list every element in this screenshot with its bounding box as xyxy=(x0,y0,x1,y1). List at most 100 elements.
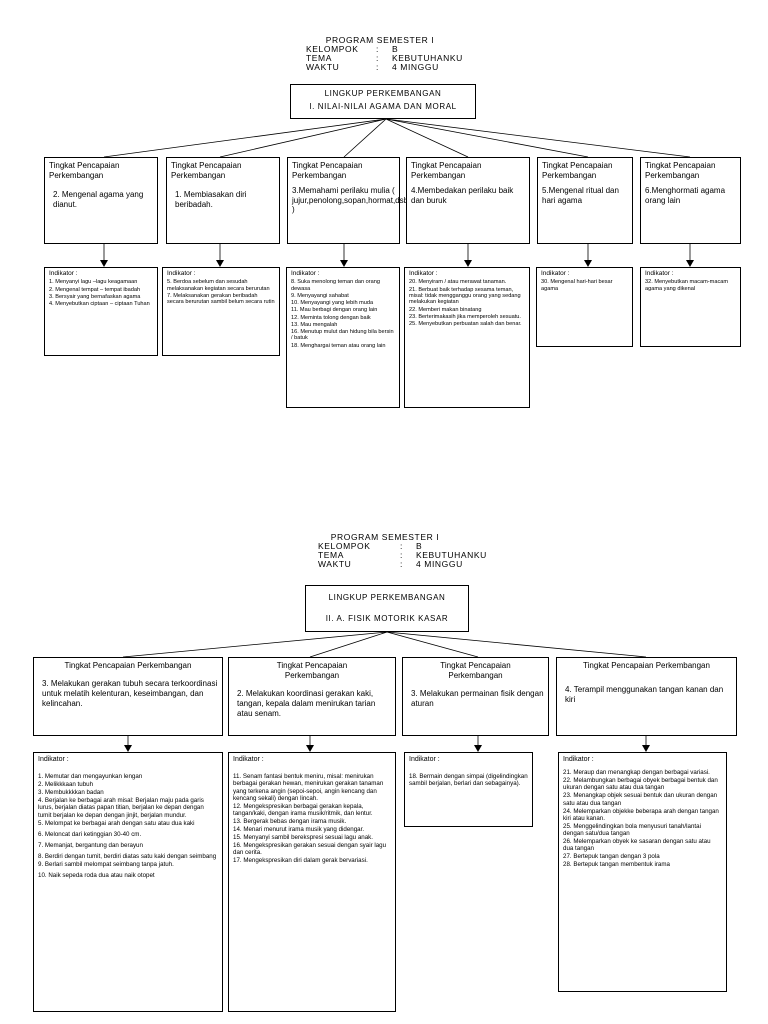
program-title: PROGRAM SEMESTER I xyxy=(330,532,440,542)
indicator-item: 18. Bermain dengan simpai (digelindingka… xyxy=(409,773,528,788)
indicator-item: 17. Mengekspresikan diri dalam gerak ber… xyxy=(233,857,368,865)
tp-box: Tingkat Pencapaian Perkembangan 3. Melak… xyxy=(33,657,223,736)
indicator-item: 23. Menangkap objek sesuai bentuk dan uk… xyxy=(563,792,718,807)
indicator-label: Indikator : xyxy=(563,756,594,763)
indicator-item: 11. Senam fantasi bentuk meniru, misal: … xyxy=(233,773,384,802)
tp-heading: Tingkat Pencapaian Perkembangan xyxy=(49,161,120,180)
meta-row: WAKTU : 4 MINGGU xyxy=(306,63,463,72)
meta-sep: : xyxy=(376,62,379,72)
program-meta-table: KELOMPOK : B TEMA : KEBUTUHANKU WAKTU : … xyxy=(318,542,487,569)
meta-sep: : xyxy=(376,44,379,54)
indicator-item: 30. Mengenal hari-hari besar agama xyxy=(541,279,613,292)
indicator-item: 21. Berbuat baik terhadap sesama teman, … xyxy=(409,286,521,306)
meta-sep: : xyxy=(400,541,403,551)
tp-text: 1. Membiasakan diri beribadah. xyxy=(175,190,247,209)
indicator-item: 25. Menggelindingkan bola menyusuri tana… xyxy=(563,822,701,838)
indicator-item: 22. Memberi makan binatang xyxy=(409,306,482,313)
indicator-item: 1. Menyanyi lagu –lagu keagamaan xyxy=(49,279,138,286)
tp-heading: Tingkat Pencapaian Perkembangan xyxy=(583,661,710,670)
meta-row: TEMA : KEBUTUHANKU xyxy=(306,54,463,63)
meta-value: KEBUTUHANKU xyxy=(392,53,463,63)
tp-text: 2. Mengenal agama yang dianut. xyxy=(53,190,144,209)
indicator-item: 3. Membukkkkan badan xyxy=(38,789,104,797)
indicator-item: 4. Berjalan ke berbagai arah misal: Berj… xyxy=(38,797,204,819)
indicator-item: 23. Berterimakasih jika memperoleh sesua… xyxy=(409,313,521,320)
tp-heading: Tingkat Pencapaian Perkembangan xyxy=(411,161,482,180)
indicator-box: Indikator : 21. Meraup dan menangkap den… xyxy=(558,752,727,992)
indicator-list: 11. Senam fantasi bentuk meniru, misal: … xyxy=(233,773,391,864)
indicator-label: Indikator : xyxy=(409,756,440,763)
indicator-label: Indikator : xyxy=(645,270,674,277)
indicator-item: 15. Menyanyi sambil berekspresi sesuai l… xyxy=(233,834,373,842)
tp-text: 2. Melakukan koordinasi gerakan kaki, ta… xyxy=(237,689,376,718)
tp-heading: Tingkat Pencapaian Perkembangan xyxy=(645,161,716,180)
indicator-item: 8. Berdiri dengan tumit, berdiri diatas … xyxy=(38,853,217,861)
indicator-item: 18. Menghargai teman atau orang lain xyxy=(291,342,386,349)
indicator-item: 9. Menyayangi sahabat xyxy=(291,293,349,300)
indicator-label: Indikator : xyxy=(233,756,264,763)
tp-box: Tingkat Pencapaian Perkembangan 3.Memaha… xyxy=(287,157,409,244)
meta-sep: : xyxy=(376,53,379,63)
meta-row: KELOMPOK : B xyxy=(306,45,463,54)
meta-value: B xyxy=(416,541,423,551)
indicator-item: 13. Bergerak bebas dengan irama musik. xyxy=(233,818,347,826)
tp-box: Tingkat Pencapaian Perkembangan 6.Mengho… xyxy=(640,157,741,244)
indicator-list: 1. Menyanyi lagu –lagu keagamaan 2. Meng… xyxy=(49,279,153,307)
tp-box: Tingkat Pencapaian Perkembangan 5.Mengen… xyxy=(537,157,633,244)
indicator-item: 3. Bersyair yang bernafaskan agama xyxy=(49,293,141,300)
meta-label: WAKTU xyxy=(306,62,340,72)
indicator-label: Indikator : xyxy=(291,270,320,277)
tp-box: Tingkat Pencapaian Perkembangan 1. Membi… xyxy=(166,157,280,244)
tp-heading: Tingkat Pencapaian Perkembangan xyxy=(171,161,242,180)
indicator-box: Indikator : 32. Menyebutkan macam-macam … xyxy=(640,267,741,347)
indicator-label: Indikator : xyxy=(38,756,69,763)
block2-header: PROGRAM SEMESTER I KELOMPOK : B TEMA : K… xyxy=(310,532,490,569)
indicator-item: 20. Menyiram / atau merawat tanaman. xyxy=(409,279,507,286)
indicator-item: 28. Bertepuk tangan membentuk irama xyxy=(563,861,670,869)
indicator-list: 21. Meraup dan menangkap dengan berbagai… xyxy=(563,769,722,868)
meta-value: 4 MINGGU xyxy=(416,559,463,569)
meta-value: B xyxy=(392,44,399,54)
program-title: PROGRAM SEMESTER I xyxy=(325,35,435,45)
indicator-item: 9. Berlari sambil melompat seimbang tanp… xyxy=(38,861,174,869)
indicator-item: 12. Meminta tolong dengan baik xyxy=(291,314,371,321)
meta-value: KEBUTUHANKU xyxy=(416,550,487,560)
tp-text: 3.Memahami perilaku mulia ( jujur,penolo… xyxy=(292,186,409,214)
indicator-list: 18. Bermain dengan simpai (digelindingka… xyxy=(409,773,528,787)
indicator-box: Indikator : 5. Berdoa sebelum dan sesuda… xyxy=(162,267,280,356)
indicator-box: Indikator : 11. Senam fantasi bentuk men… xyxy=(228,752,396,1012)
indicator-item: 2. Melikkkaan tubuh xyxy=(38,781,94,789)
indicator-item: 10. Naik sepeda roda dua atau naik otope… xyxy=(38,872,155,880)
tp-text: 4. Terampil menggunakan tangan kanan dan… xyxy=(565,685,724,704)
indicator-item: 8. Suka menolong teman dan orang dewasa xyxy=(291,279,380,292)
indicator-item: 1. Memutar dan mengayunkan lengan xyxy=(38,773,143,781)
indicator-item: 21. Meraup dan menangkap dengan berbagai… xyxy=(563,769,710,777)
indicator-list: 20. Menyiram / atau merawat tanaman. 21.… xyxy=(409,279,525,327)
tp-heading: Tingkat Pencapaian Perkembangan xyxy=(440,661,511,680)
program-meta-table: KELOMPOK : B TEMA : KEBUTUHANKU WAKTU : … xyxy=(306,45,463,72)
tp-heading: Tingkat Pencapaian Perkembangan xyxy=(542,161,613,180)
indicator-item: 4. Menyebutkan ciptaan – ciptaan Tuhan xyxy=(49,301,150,308)
indicator-label: Indikator : xyxy=(541,270,570,277)
indicator-box: Indikator : 1. Memutar dan mengayunkan l… xyxy=(33,752,223,1012)
meta-sep: : xyxy=(400,550,403,560)
indicator-item: 10. Menyayangi yang lebih muda xyxy=(291,300,374,307)
indicator-list: 1. Memutar dan mengayunkan lengan 2. Mel… xyxy=(38,773,218,879)
tp-heading: Tingkat Pencapaian Perkembangan xyxy=(292,161,363,180)
indicator-item: 26. Melemparkan obyek ke sasaran dengan … xyxy=(563,838,711,853)
indicator-box: Indikator : 30. Mengenal hari-hari besar… xyxy=(536,267,633,347)
indicator-box: Indikator : 1. Menyanyi lagu –lagu keaga… xyxy=(44,267,158,356)
root-box: LINGKUP PERKEMBANGAN I. NILAI-NILAI AGAM… xyxy=(290,84,476,119)
indicator-box: Indikator : 8. Suka menolong teman dan o… xyxy=(286,267,400,408)
indicator-list: 8. Suka menolong teman dan orang dewasa … xyxy=(291,279,395,349)
indicator-item: 11. Mau berbagi dengan orang lain xyxy=(291,307,378,314)
indicator-label: Indikator : xyxy=(167,270,196,277)
meta-label: WAKTU xyxy=(318,559,352,569)
tp-text: 3. Melakukan gerakan tubuh secara terkoo… xyxy=(42,679,218,708)
indicator-item: 6. Meloncat dari ketinggian 30-40 cm. xyxy=(38,830,142,838)
indicator-list: 5. Berdoa sebelum dan sesudah melaksanak… xyxy=(167,279,275,305)
tp-text: 4.Membedakan perilaku baik dan buruk xyxy=(411,186,514,205)
indicator-item: 16. Mengekspresikan gerakan sesuai denga… xyxy=(233,842,387,857)
tp-text: 6.Menghormati agama orang lain xyxy=(645,186,726,205)
meta-row: WAKTU : 4 MINGGU xyxy=(318,560,487,569)
